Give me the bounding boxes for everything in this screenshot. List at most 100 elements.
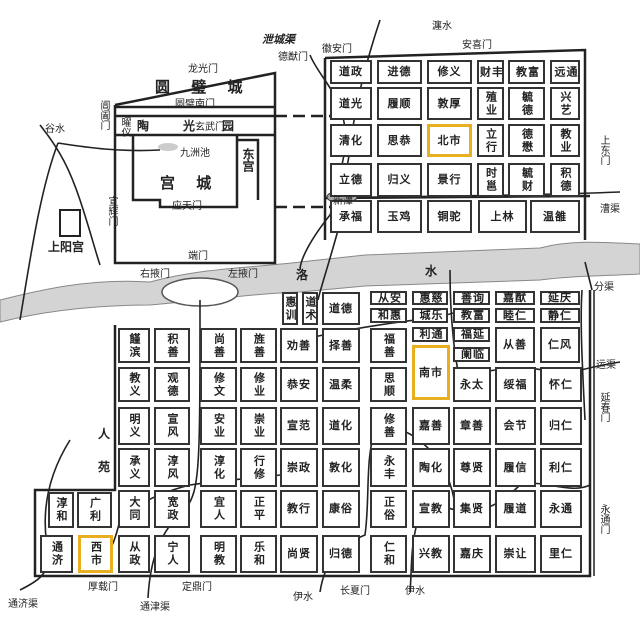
ward-name: 北市 (437, 133, 462, 147)
ward-name: 毓德 (520, 90, 534, 117)
ward-block: 宣风 (154, 407, 190, 445)
ward-block: 温雒 (530, 200, 580, 233)
ward-name: 承福 (339, 209, 363, 223)
ward-block: 嘉庆 (453, 535, 491, 573)
ward-block: 丰财 (477, 60, 504, 84)
ward-block: 兴艺 (550, 87, 580, 120)
ward-name: 履信 (503, 460, 528, 474)
river-label: 洛 (296, 268, 309, 282)
pond-shape (158, 143, 178, 151)
ward-block: 景行 (427, 163, 472, 197)
ward-name: 延庆 (548, 291, 572, 304)
ward-block: 玉鸡 (377, 200, 422, 233)
ward-block: 淳化 (200, 448, 237, 487)
ward-name: 教行 (287, 502, 311, 515)
ward-name: 福善 (382, 332, 396, 359)
ward-name: 永通 (549, 502, 573, 515)
gate-label: 安喜门 (462, 40, 492, 51)
river-label: 谷水 (45, 124, 65, 135)
ward-name: 通利 (418, 328, 443, 341)
gate-label: 曜仪 (119, 117, 130, 137)
ward-block: 永通 (540, 490, 582, 528)
ward-name: 敦化 (329, 460, 353, 474)
river-label: 伊水 (293, 592, 313, 603)
gate-label: 右掖门 (140, 269, 170, 280)
ward-name: 大同 (128, 496, 141, 522)
ward-name: 履道 (503, 502, 528, 515)
gate-label: 圆璧南门 (175, 99, 215, 110)
ward-name: 立行 (484, 127, 498, 154)
ward-name: 宁人 (166, 541, 179, 567)
ward-block: 安从 (370, 291, 407, 305)
map-label: 九洲池 (180, 148, 210, 159)
ward-name: 铜驼 (437, 209, 462, 223)
ward-block: 兴教 (412, 535, 450, 573)
ward-name: 温柔 (329, 377, 353, 391)
ward-block: 立德 (330, 163, 372, 197)
gate-label: 延春门 (598, 392, 609, 422)
ward-name: 恭安 (287, 377, 311, 391)
ward-name: 毓财 (520, 167, 534, 193)
canal-label: 通津渠 (140, 602, 170, 613)
ward-block: 积德 (550, 163, 580, 197)
ward-block: 教业 (550, 124, 580, 157)
ward-block: 宣教 (412, 490, 450, 528)
ward-name: 行修 (252, 454, 266, 481)
ward-name: 修义 (437, 65, 462, 78)
ward-block: 大同 (118, 490, 150, 528)
ward-name: 道光 (339, 96, 363, 110)
ward-block: 修业 (240, 367, 277, 402)
ward-block: 毓德 (508, 87, 545, 120)
ward-block: 通远 (550, 60, 580, 84)
ward-block: 道政 (330, 60, 372, 84)
ward-name: 淳化 (212, 454, 226, 481)
gate-label: 阊阖门 (98, 100, 109, 130)
ward-block: 劝善 (280, 328, 318, 363)
ward-block: 上林 (478, 200, 527, 233)
ward-block: 思顺 (370, 367, 407, 402)
ward-name: 饉滨 (128, 332, 141, 359)
ward-block: 积善 (154, 328, 190, 363)
ward-name: 从善 (503, 338, 527, 351)
canal-label: 通济渠 (8, 599, 38, 610)
ward-block: 承义 (118, 448, 150, 487)
ward-block: 殖业 (477, 87, 504, 120)
ward-block: 里仁 (540, 535, 582, 573)
ward-name: 安业 (212, 413, 226, 439)
ward-name: 玉鸡 (387, 209, 412, 223)
ward-block: 敦厚 (427, 87, 472, 120)
ward-block: 旌善 (240, 328, 277, 363)
ward-name: 修文 (212, 371, 226, 398)
ward-name: 通远 (553, 65, 578, 79)
ward-block: 尚贤 (280, 535, 318, 573)
ward-block: 仁和 (370, 535, 407, 573)
ward-block: 睦仁 (495, 308, 535, 323)
ward-name: 思顺 (382, 371, 396, 398)
ward-block: 思恭 (377, 124, 422, 157)
ward-name: 通济 (50, 541, 64, 567)
ward-block: 利仁 (540, 448, 582, 487)
ward-name: 南市 (419, 365, 443, 379)
ward-block: 永丰 (370, 448, 407, 487)
map-label: 园 (222, 119, 235, 133)
ward-block: 行修 (240, 448, 277, 487)
ward-name: 西市 (89, 541, 103, 567)
market-block: 西市 (78, 535, 113, 573)
gate-label: 永通门 (598, 504, 609, 534)
ward-name: 广利 (88, 497, 102, 523)
ward-block: 安业 (200, 407, 237, 445)
ward-block: 嘉善 (412, 407, 450, 445)
ward-name: 旌善 (252, 332, 266, 359)
ward-name: 绥福 (503, 377, 528, 391)
ward-name: 景行 (437, 173, 462, 186)
ward-name: 里仁 (549, 547, 573, 560)
canal-label: 漕渠 (600, 204, 620, 215)
ward-name: 惠和 (376, 309, 402, 322)
ward-block: 毓财 (508, 163, 545, 197)
ward-block: 惠训 (282, 292, 298, 325)
ward-name: 乐和 (252, 541, 266, 567)
ward-block: 延福 (453, 327, 490, 342)
palace-label: 宫 城 (160, 174, 220, 192)
ward-name: 时邕 (484, 167, 498, 193)
